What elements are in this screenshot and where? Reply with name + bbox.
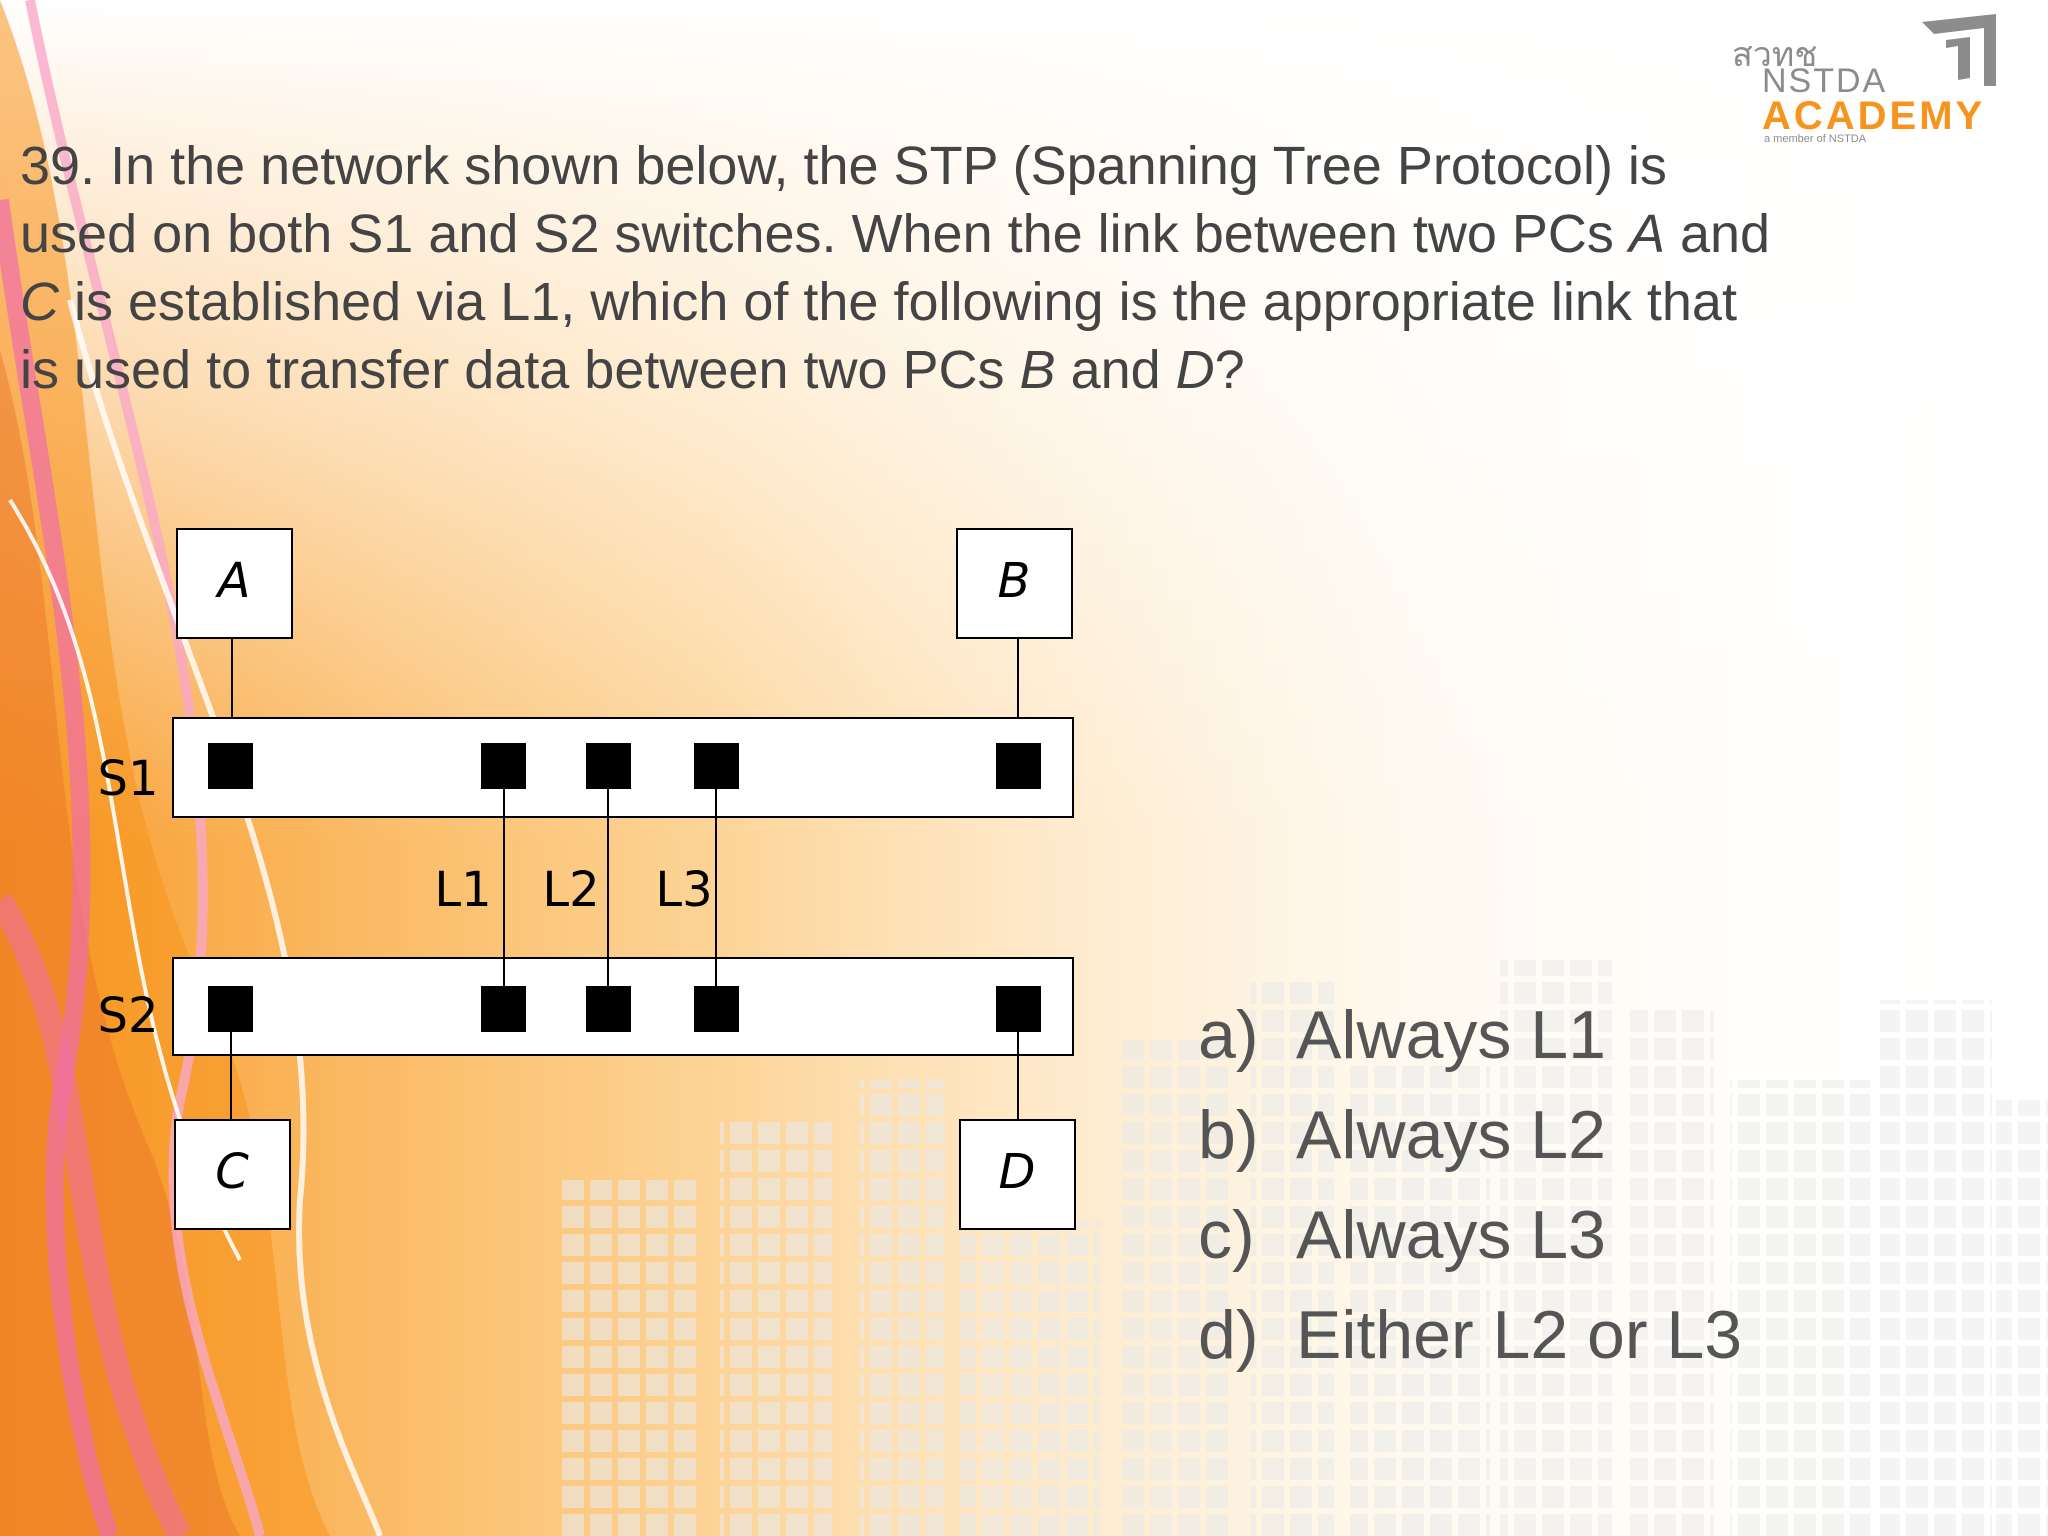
pc-a-label: A (215, 553, 251, 609)
answer-letter: b) (1198, 1097, 1259, 1173)
s2-port-l2 (586, 986, 631, 1032)
answer-option[interactable]: c) Always L3 (1198, 1185, 1742, 1285)
s2-port-l3 (694, 986, 739, 1032)
s1-port-l2 (586, 743, 631, 789)
question-segment: 39. In the network shown below, the STP … (20, 136, 1667, 264)
switch-s1-label: S1 (97, 751, 158, 807)
pc-d-box (959, 1119, 1076, 1230)
s2-port-c (208, 986, 253, 1032)
answer-text: Always L2 (1296, 1097, 1606, 1173)
question-variable: B (1019, 340, 1056, 400)
answer-option[interactable]: b) Always L2 (1198, 1085, 1742, 1185)
link-l2-label: L2 (542, 862, 599, 918)
pc-d-label: D (999, 1144, 1036, 1200)
pc-c-box (174, 1119, 291, 1230)
answer-text: Always L3 (1296, 1197, 1606, 1273)
question-variable: C (20, 272, 59, 332)
answer-option[interactable]: d) Either L2 or L3 (1198, 1285, 1742, 1385)
nstda-academy-logo: สวทช NSTDA ACADEMY a member of NSTDA (1732, 14, 1996, 143)
s2-port-d (996, 986, 1041, 1032)
s1-port-l1 (481, 743, 526, 789)
question-segment: is established via L1, which of the foll… (20, 272, 1737, 400)
logo-mark-icon (1922, 14, 1996, 86)
answer-letter: d) (1198, 1297, 1259, 1373)
question-variable: A (1628, 204, 1665, 264)
answer-text: Always L1 (1296, 997, 1606, 1073)
pc-a-box (176, 528, 293, 639)
answer-text: Either L2 or L3 (1296, 1297, 1743, 1373)
answer-letter: c) (1198, 1197, 1255, 1273)
link-l1-label: L1 (434, 862, 491, 918)
pc-b-label: B (998, 553, 1031, 609)
question-text: 39. In the network shown below, the STP … (20, 132, 1780, 404)
logo-org-text: NSTDA (1762, 62, 1887, 100)
pc-c-label: C (215, 1144, 249, 1200)
pc-b-box (956, 528, 1073, 639)
logo-tagline-text: a member of NSTDA (1764, 133, 1867, 143)
question-variable: D (1175, 340, 1215, 400)
answer-option[interactable]: a) Always L1 (1198, 985, 1742, 1085)
s1-port-a (208, 743, 253, 789)
logo-thai-text: สวทช (1732, 35, 1817, 75)
s1-port-b (996, 743, 1041, 789)
s1-port-l3 (694, 743, 739, 789)
answer-letter: a) (1198, 997, 1259, 1073)
question-segment: and (1664, 204, 1771, 264)
answer-list: a) Always L1 b) Always L2 c) Always L3 d) Ei… (1198, 985, 1742, 1385)
question-segment: and (1055, 340, 1176, 400)
logo-academy-text: ACADEMY (1762, 94, 1985, 138)
s2-port-l1 (481, 986, 526, 1032)
question-segment: ? (1214, 340, 1245, 400)
link-l3-label: L3 (655, 862, 712, 918)
switch-s2-label: S2 (97, 988, 158, 1044)
